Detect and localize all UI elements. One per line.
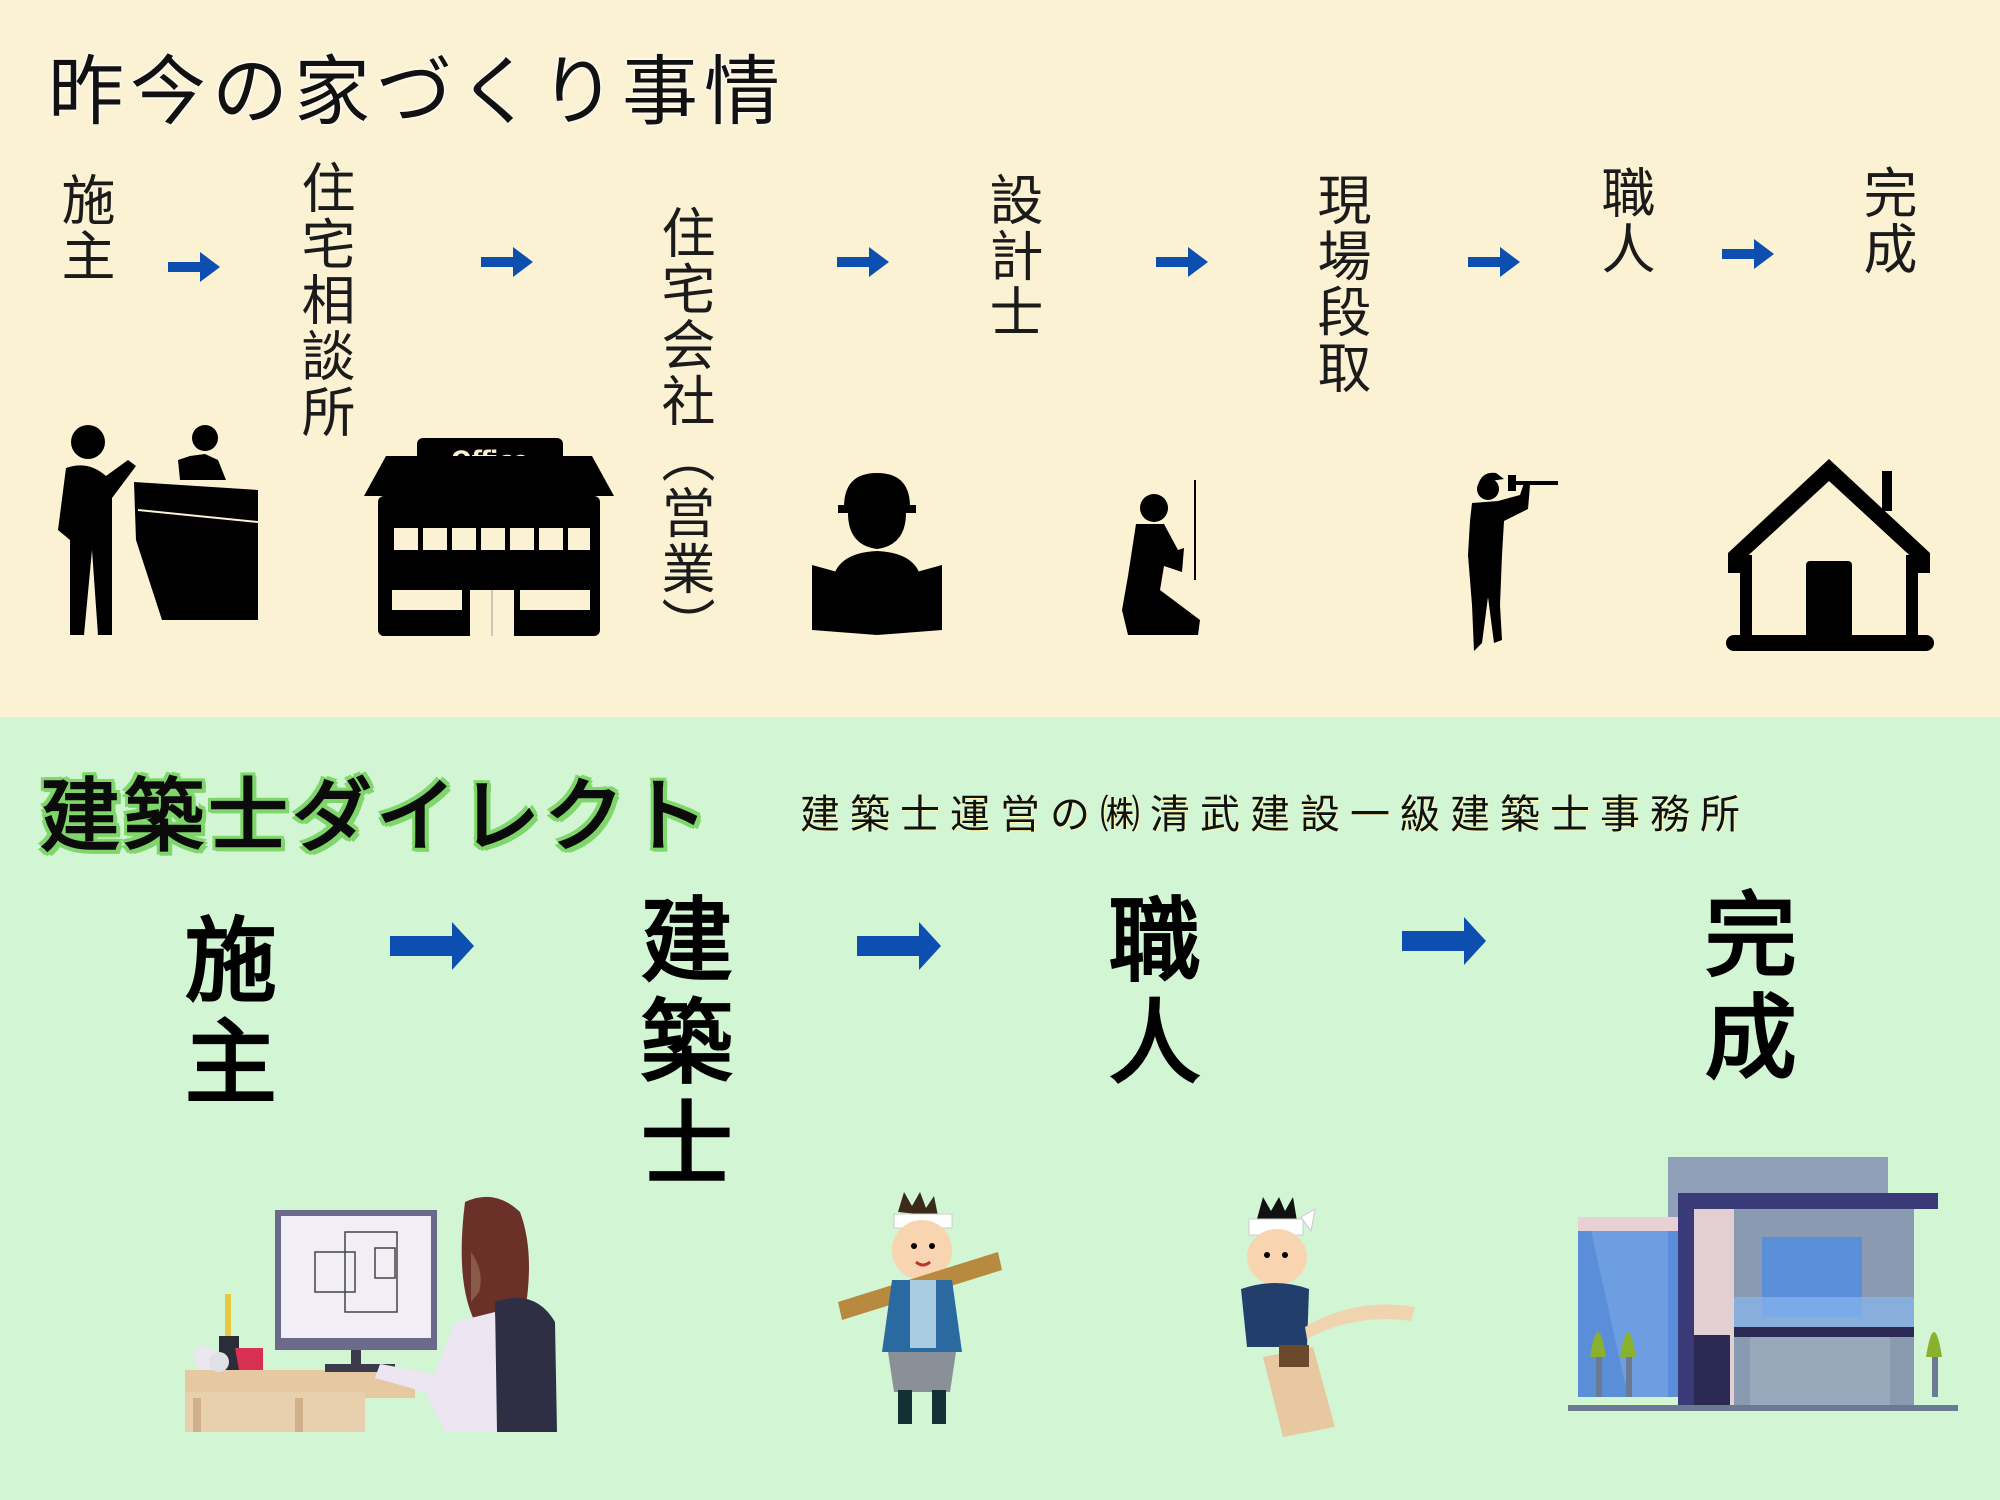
direct-flow-label-craftsman: 職人 (1093, 892, 1201, 1096)
carpenter-carrying-lumber-illustration (838, 1192, 1002, 1424)
house-icon (1726, 459, 1934, 651)
arrow-right-icon (1468, 247, 1520, 277)
flow-label-site-arrangement: 現場段取 (1308, 172, 1371, 396)
carpenter-planing-wood-illustration (1241, 1197, 1415, 1437)
arrow-right-icon (837, 247, 889, 277)
arrow-right-icon (390, 922, 474, 970)
direct-flow-label-architect: 建築士 (625, 892, 733, 1198)
arrow-right-icon (857, 922, 941, 970)
flow-label-housing-consultation: 住宅相談所 (292, 160, 355, 440)
arrow-right-icon (1156, 247, 1208, 277)
arrow-right-icon (1722, 239, 1774, 269)
architect-at-computer-illustration (185, 1196, 557, 1432)
craftsman-hammer-icon (1468, 472, 1558, 651)
client-at-reception-icon (58, 425, 259, 635)
worker-reading-plans-icon (812, 473, 942, 635)
section-title: 昨今の家づくり事情 (48, 47, 786, 136)
direct-process-section: 建築士ダイレクト 建築士運営の㈱清武建設一級建築士事務所 施主 建築士 職人 完… (0, 717, 2000, 1500)
operator-caption: 建築士運営の㈱清武建設一級建築士事務所 (800, 792, 1750, 838)
brand-title: 建築士ダイレクト (40, 770, 712, 863)
arrow-right-icon (1402, 917, 1486, 965)
flow-label-housing-company: 住宅会社（営業） (652, 205, 715, 653)
office-building-icon: Office (364, 438, 614, 636)
flow-label-client: 施主 (52, 172, 115, 284)
arrow-right-icon (168, 252, 220, 282)
flow-label-designer: 設計士 (980, 172, 1043, 340)
modern-house-illustration (1568, 1157, 1958, 1411)
current-process-section: 昨今の家づくり事情 施主 住宅相談所 住宅会社（営業） 設計士 現場段取 職人 … (0, 0, 2000, 717)
kneeling-worker-icon (1122, 480, 1200, 635)
flow-label-completion: 完成 (1854, 165, 1917, 277)
direct-flow-label-client: 施主 (169, 912, 277, 1116)
flow-label-craftsman: 職人 (1592, 165, 1655, 277)
arrow-right-icon (481, 247, 533, 277)
direct-flow-label-completion: 完成 (1689, 887, 1797, 1091)
